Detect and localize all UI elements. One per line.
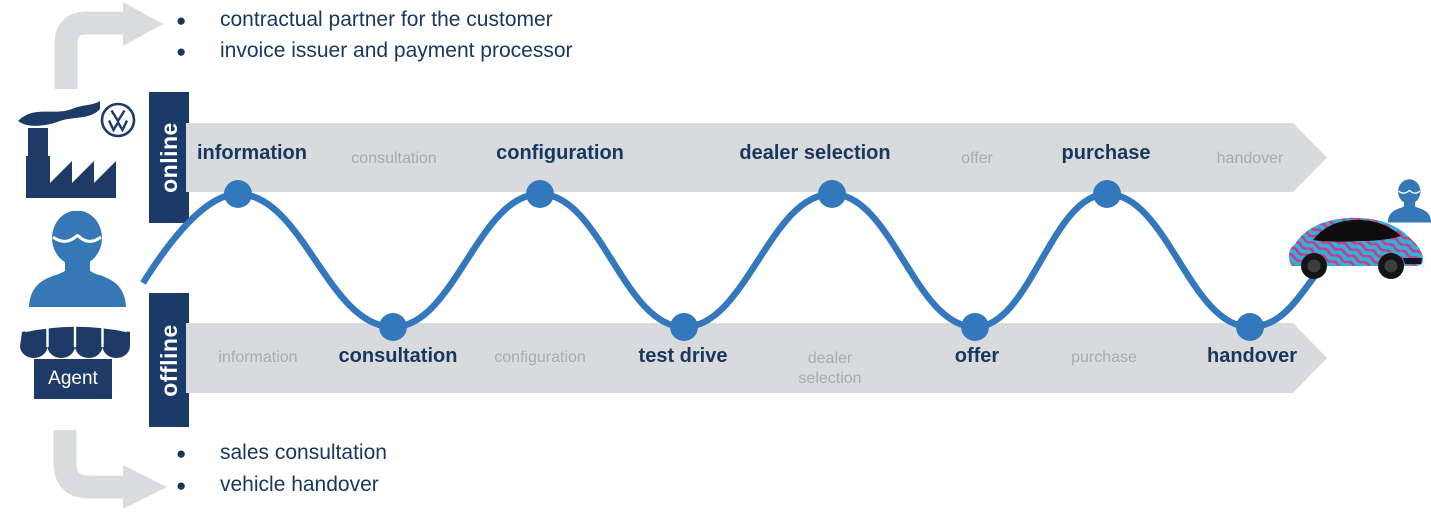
note-text: invoice issuer and payment processor [220,39,573,62]
stage-label-online-purchase: purchase [1061,142,1151,164]
stage-label-online-offer: offer [961,150,993,167]
stage-label-online-configuration: configuration [496,142,624,164]
stage-label-offline-configuration: configuration [494,349,586,366]
online-lane-tab: online [149,92,189,223]
stage-label-offline-offer: offer [954,345,1000,367]
stage-label-offline-information: information [218,349,298,366]
stage-label-offline-test-drive: test drive [638,345,728,367]
customer-person-icon [29,211,126,307]
note-line: ● invoice issuer and payment processor [176,39,573,70]
vw-factory-icon [18,101,136,198]
note-line: ● sales consultation [176,441,387,473]
online-lane-label: online [155,122,182,193]
agent-label: Agent [34,359,112,399]
bullet-icon: ● [176,444,187,463]
stage-label-online-consultation: consultation [351,150,437,167]
elbow-arrow-bottom [53,430,167,509]
stage-label-offline-consultation: consultation [338,345,458,367]
note-line: ● contractual partner for the customer [176,8,573,39]
online-lane-band [186,123,1327,192]
note-text: sales consultation [220,441,387,464]
stage-label-offline-handover: handover [1206,345,1298,367]
stage-label-online-handover: handover [1216,150,1284,167]
stage-label-offline-dealer-selection: dealer selection [798,350,862,387]
vw-logo-icon [100,102,136,138]
stage-label-offline-purchase: purchase [1071,349,1137,366]
manufacturer-role-note: ● contractual partner for the customer ●… [176,8,573,70]
awning-icon [20,324,130,358]
agent-shop-icon: Agent [20,317,132,401]
camouflaged-car-icon [1288,217,1423,279]
offline-lane-band [186,323,1327,393]
agent-role-note: ● sales consultation ● vehicle handover [176,441,387,505]
offline-lane-tab: offline [149,293,189,427]
note-line: ● vehicle handover [176,473,387,505]
recipient-person-icon [1387,179,1431,223]
offline-lane-label: offline [155,323,182,397]
elbow-arrow-top [54,2,163,89]
bullet-icon: ● [176,11,187,30]
wave-line [140,190,1317,331]
note-text: contractual partner for the customer [220,8,553,31]
bullet-icon: ● [176,42,187,61]
stage-label-online-dealer-selection: dealer selection [739,142,891,164]
stage-label-online-information: information [197,142,307,164]
note-text: vehicle handover [220,473,379,496]
bullet-icon: ● [176,476,187,495]
